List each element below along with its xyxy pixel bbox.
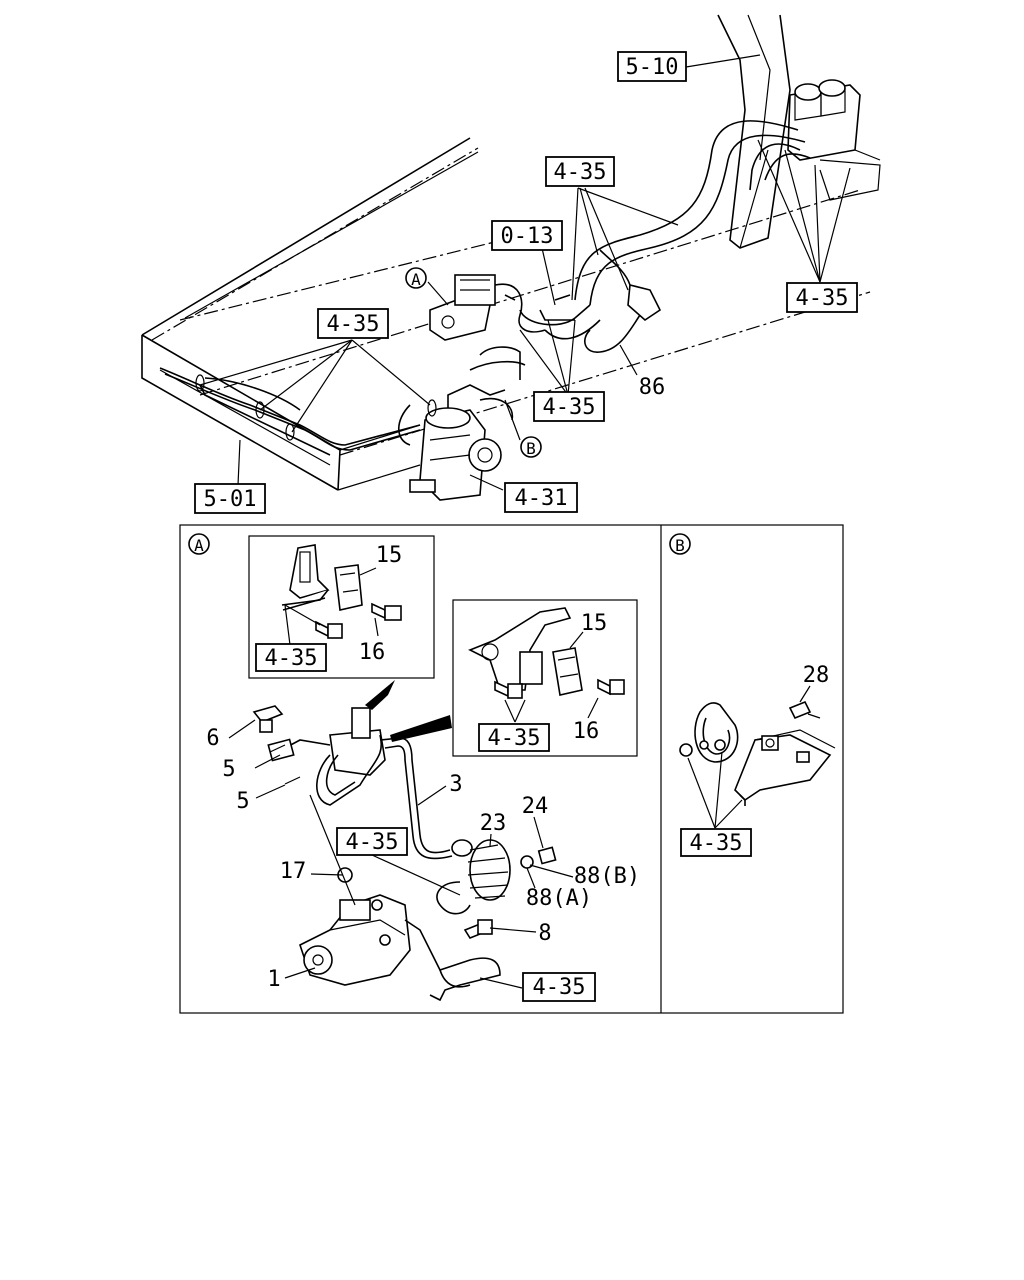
svg-text:4-31: 4-31 xyxy=(515,486,568,511)
label-6: 6 xyxy=(206,726,219,751)
pipe-ref-4-35: 4-35 xyxy=(533,975,586,1000)
label-86: 86 xyxy=(639,375,666,400)
ref-box-4-35-right: 4-35 xyxy=(786,282,858,313)
ref-box-5-10: 5-10 xyxy=(617,51,687,82)
svg-text:5-01: 5-01 xyxy=(204,487,257,512)
label-1: 1 xyxy=(267,967,280,992)
label-5-lower: 5 xyxy=(236,789,249,814)
ref-box-0-13: 0-13 xyxy=(491,220,563,251)
detail-a-inset-2: 15 4-35 16 xyxy=(452,599,638,757)
svg-text:0-13: 0-13 xyxy=(501,224,554,249)
svg-text:4-35: 4-35 xyxy=(554,160,607,185)
ref-box-4-35-mid: 4-35 xyxy=(533,391,605,422)
chassis-overview: A B 5-10 4-35 0-13 4-35 4-35 86 4-35 xyxy=(141,14,881,514)
oring-ref-4-35: 4-35 xyxy=(346,830,399,855)
ref-box-5-01: 5-01 xyxy=(194,483,266,514)
label-17: 17 xyxy=(280,859,307,884)
marker-a-circle xyxy=(405,267,427,289)
detail-b: B 28 4-35 xyxy=(669,533,836,857)
inset2-ref-4-35: 4-35 xyxy=(488,726,541,751)
steering-gear-box xyxy=(397,384,514,501)
ref-box-4-35-top: 4-35 xyxy=(545,156,615,187)
label-23: 23 xyxy=(480,811,507,836)
label-3: 3 xyxy=(449,772,462,797)
label-5-upper: 5 xyxy=(222,757,235,782)
detail-b-marker: B xyxy=(675,536,685,555)
oring-ref-box xyxy=(336,827,408,856)
detail-b-ref-4-35: 4-35 xyxy=(690,831,743,856)
detail-b-ref-box xyxy=(680,828,752,857)
pointer-wedge-1 xyxy=(365,680,395,710)
inset2-label-15: 15 xyxy=(581,611,608,636)
label-24: 24 xyxy=(522,794,549,819)
pump-body xyxy=(299,867,411,986)
gear-23 xyxy=(467,839,511,901)
inset2-label-16: 16 xyxy=(573,719,600,744)
detail-a: A 15 4-35 16 xyxy=(188,533,640,1002)
label-28: 28 xyxy=(803,663,830,688)
detail-a-marker: A xyxy=(194,536,204,555)
label-88b: 88(B) xyxy=(574,864,640,889)
reservoir-tank xyxy=(787,79,881,201)
inset1-ref-4-35: 4-35 xyxy=(265,646,318,671)
detail-frame xyxy=(179,524,844,1014)
pointer-wedge-2 xyxy=(390,715,452,742)
ref-box-4-31: 4-31 xyxy=(504,482,578,513)
valve-assembly xyxy=(429,274,546,341)
svg-text:5-10: 5-10 xyxy=(626,55,679,80)
svg-text:4-35: 4-35 xyxy=(543,395,596,420)
label-8: 8 xyxy=(538,921,551,946)
detail-a-inset-1: 15 4-35 16 xyxy=(248,535,435,679)
pipe-ref-box xyxy=(522,972,596,1002)
ref-box-4-35-left: 4-35 xyxy=(317,308,389,339)
svg-text:4-35: 4-35 xyxy=(796,286,849,311)
marker-b: B xyxy=(526,439,536,458)
svg-text:4-35: 4-35 xyxy=(327,312,380,337)
inset1-label-15: 15 xyxy=(376,543,403,568)
marker-a: A xyxy=(411,270,421,289)
inset1-label-16: 16 xyxy=(359,640,386,665)
label-88a: 88(A) xyxy=(526,886,592,911)
marker-b-circle xyxy=(520,436,542,458)
